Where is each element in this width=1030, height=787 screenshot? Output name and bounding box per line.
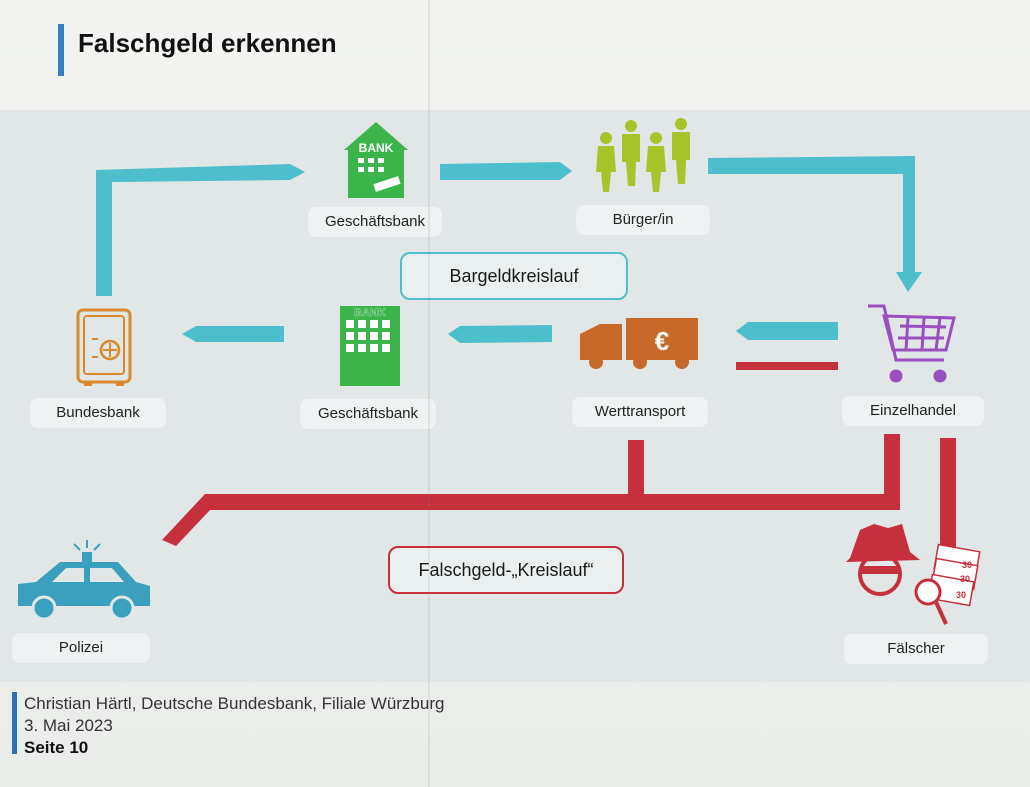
label-polizei: Polizei [12,633,150,663]
banknotes-icon [927,543,981,607]
arrow-bundesbank-to-geschaeftsbank [96,164,305,296]
footer-page: Seite 10 [24,738,89,757]
people-icon [596,118,690,192]
note-value-3: 30 [956,590,966,600]
label-geschaeftsbank-mid: Geschäftsbank [300,399,436,429]
bank-sign-mid: BANK [354,307,386,319]
shopping-cart-icon [868,304,956,383]
footer-accent-bar [12,692,17,754]
label-buerger: Bürger/in [576,205,710,235]
arrow-geschaeftsbank-to-buerger [440,162,572,180]
counterfeit-cycle-arrows [162,362,956,548]
note-value-2: 30 [960,574,970,584]
label-bundesbank: Bundesbank [30,398,166,428]
arrow-einzelhandel-to-werttransport [736,322,838,340]
cash-cycle-arrows [96,156,922,343]
arrow-werttransport-to-geschaeftsbank [448,325,552,343]
label-faelscher: Fälscher [844,634,988,664]
title-accent-bar [58,24,64,76]
note-value-1: 30 [962,560,972,570]
slide-title: Falschgeld erkennen [78,28,337,58]
counterfeiter-icon: 30 30 30 [846,524,981,625]
arrow-main-red-line [162,434,900,546]
cash-cycle-label: Bargeldkreislauf [400,252,628,300]
arrow-buerger-to-einzelhandel [708,156,922,292]
arrow-geschaeftsbank-to-bundesbank [182,326,284,342]
label-werttransport: Werttransport [572,397,708,427]
safe-icon [76,308,132,386]
arrow-einzelhandel-red [736,362,838,370]
truck-icon: € [580,318,698,369]
footer-date: 3. Mai 2023 [24,716,113,735]
counterfeit-cycle-label: Falschgeld-„Kreislauf“ [388,546,624,594]
bank-icon-top: BANK [344,122,408,198]
label-einzelhandel: Einzelhandel [842,396,984,426]
bank-icon-mid: BANK [340,306,400,386]
police-car-icon [18,540,150,621]
footer-author: Christian Härtl, Deutsche Bundesbank, Fi… [24,694,445,713]
bank-sign-top: BANK [359,141,394,155]
label-geschaeftsbank-top: Geschäftsbank [308,207,442,237]
arrow-faelscher-to-einzelhandel [940,438,956,548]
euro-sign: € [655,326,669,356]
projection-crease [428,0,430,787]
